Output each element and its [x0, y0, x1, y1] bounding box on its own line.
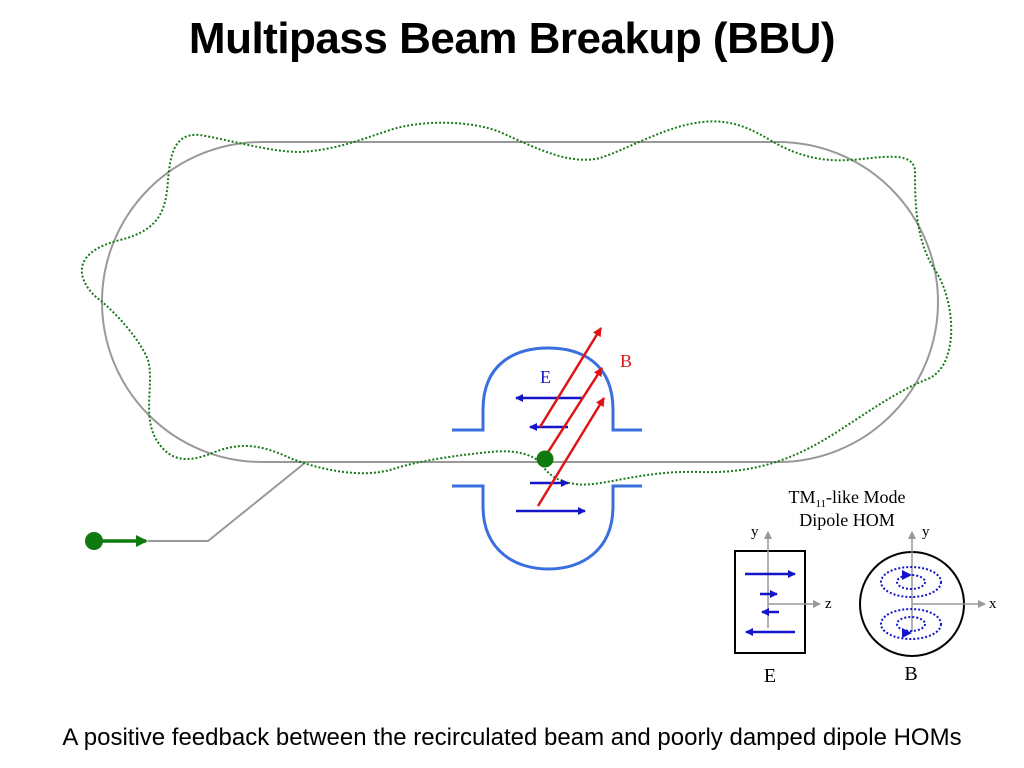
injection-line: [148, 461, 307, 542]
perturbed-orbit: [80, 120, 953, 486]
b-inset-loop-arrowhead: [902, 628, 912, 638]
cavity-upper: [452, 346, 642, 432]
recirculation-track: [101, 141, 939, 463]
mode-label-line2: Dipole HOM: [799, 510, 895, 530]
b-inset-loop: [896, 574, 926, 590]
mode-label-line1: TM11-like Mode: [788, 487, 905, 510]
b-inset-label: B: [904, 663, 917, 685]
e-inset-y-label: y: [751, 524, 759, 540]
b-inset-y-label: y: [922, 524, 930, 540]
e-inset-z-label: z: [825, 596, 832, 612]
e-field-inset-box: [734, 550, 806, 654]
cavity-e-label: E: [540, 367, 551, 387]
b-inset-loop: [880, 566, 942, 598]
beam-bunch-cavity: [536, 450, 554, 468]
b-inset-loop: [896, 616, 926, 632]
b-field-arrow: [539, 367, 604, 464]
beam-bunch-injected: [85, 532, 103, 550]
slide-title: Multipass Beam Breakup (BBU): [188, 14, 836, 63]
b-inset-loop-arrowhead: [902, 570, 912, 580]
b-inset-loop: [880, 608, 942, 640]
b-field-arrow: [538, 327, 603, 428]
e-inset-label: E: [764, 665, 776, 687]
b-field-arrow: [536, 397, 606, 507]
b-inset-x-label: x: [989, 596, 997, 612]
cavity-b-label: B: [620, 351, 632, 371]
slide-caption: A positive feedback between the recircul…: [62, 724, 962, 751]
cavity-lower: [452, 484, 642, 571]
